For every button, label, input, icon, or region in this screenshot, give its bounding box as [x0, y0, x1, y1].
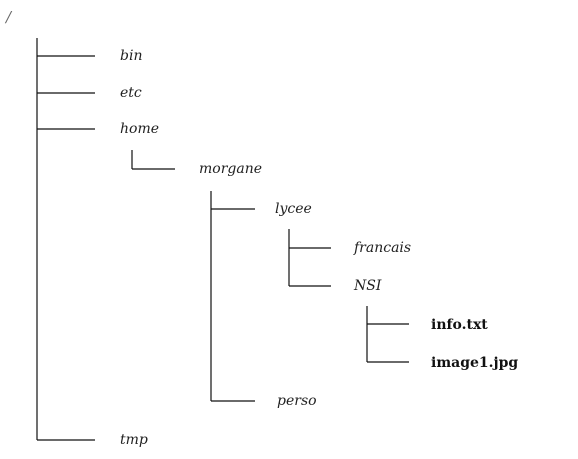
node-tmp: tmp [120, 432, 148, 448]
node-nsi: NSI [353, 278, 382, 294]
node-etc: etc [120, 85, 142, 101]
root-label: / [4, 8, 13, 26]
file-info-txt: info.txt [431, 317, 488, 333]
node-francais: francais [353, 240, 411, 256]
node-morgane: morgane [199, 161, 262, 177]
node-perso: perso [277, 393, 317, 409]
node-bin: bin [120, 48, 142, 64]
node-home: home [120, 121, 159, 137]
file-image1-jpg: image1.jpg [431, 355, 518, 371]
node-lycee: lycee [275, 201, 312, 217]
